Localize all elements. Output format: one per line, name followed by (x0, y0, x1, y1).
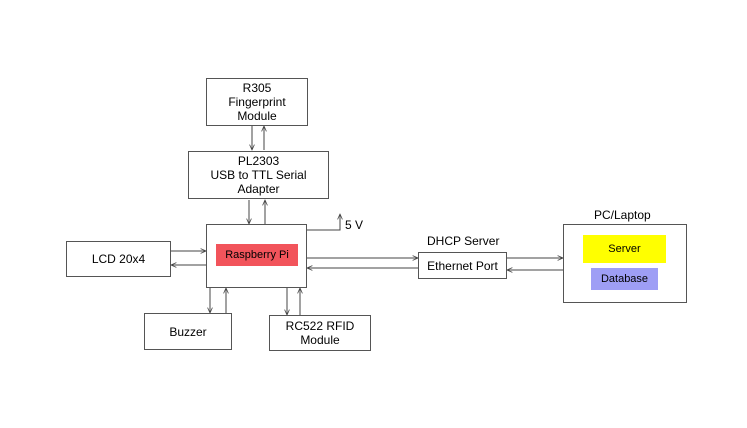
lcd-label: LCD 20x4 (91, 252, 146, 266)
server-box: Server (583, 235, 666, 263)
raspberry-pi-label: Raspberry Pi (225, 249, 289, 261)
buzzer-box: Buzzer (144, 313, 232, 350)
fingerprint-label-line2: Fingerprint (228, 95, 286, 109)
usb-adapter-label-line2: USB to TTL Serial (210, 168, 307, 182)
pc-laptop-label: PC/Laptop (594, 208, 651, 222)
power-5v-label: 5 V (345, 218, 364, 232)
rfid-label-line2: Module (300, 333, 340, 347)
rfid-label-line1: RC522 RFID (285, 319, 355, 333)
usb-adapter-label-line3: Adapter (237, 182, 280, 196)
usb-adapter-box: PL2303 USB to TTL Serial Adapter (188, 151, 329, 199)
fingerprint-label-line1: R305 (242, 81, 272, 95)
buzzer-label: Buzzer (169, 324, 207, 339)
ethernet-port-label: Ethernet Port (427, 258, 498, 273)
rfid-module-box: RC522 RFID Module (269, 315, 371, 351)
server-label: Server (608, 243, 641, 255)
lcd-box: LCD 20x4 (66, 241, 171, 277)
ethernet-port-box: Ethernet Port (418, 252, 507, 279)
database-box: Database (591, 268, 658, 290)
usb-adapter-label-line1: PL2303 (237, 154, 280, 168)
database-label: Database (600, 273, 649, 285)
dhcp-server-label: DHCP Server (427, 234, 500, 248)
fingerprint-label-line3: Module (237, 109, 277, 123)
raspberry-pi-label-box: Raspberry Pi (216, 244, 298, 266)
arrow-power-5v (307, 214, 340, 231)
fingerprint-module-box: R305 Fingerprint Module (206, 78, 308, 126)
